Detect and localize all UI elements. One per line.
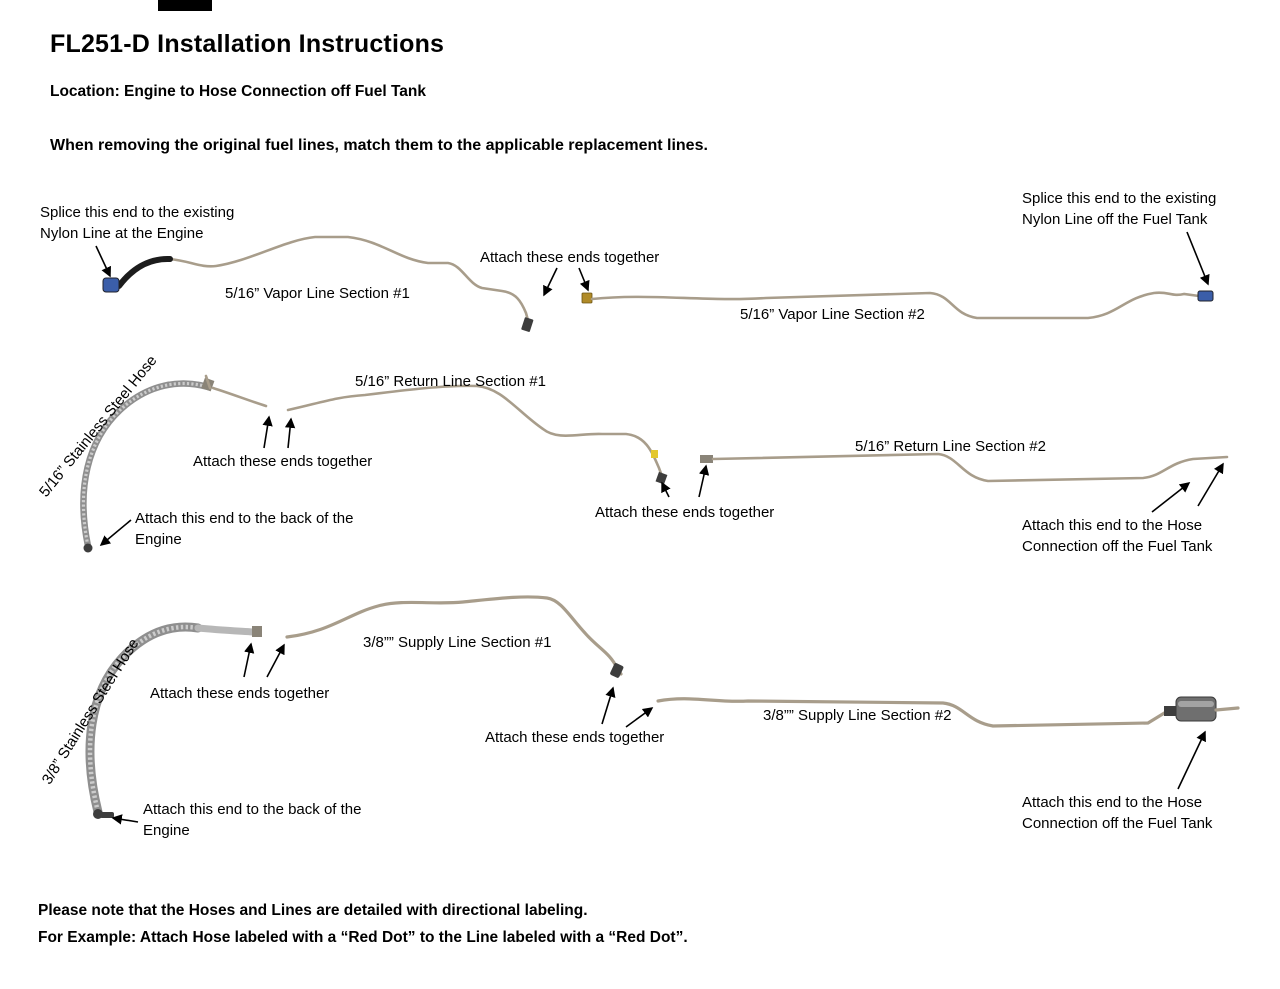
arrow-vapor-engine: [95, 245, 111, 278]
arrow-return-attach2-left: [661, 481, 671, 498]
vapor-section2-label: 5/16” Vapor Line Section #2: [740, 306, 925, 323]
vapor-line-1-tube: [168, 235, 531, 326]
supply-line-section-2: [656, 696, 1240, 728]
location-subtitle: Location: Engine to Hose Connection off …: [50, 83, 427, 100]
supply-line-2-tube: [656, 697, 1168, 728]
arrow-return-tank-left: [1151, 482, 1191, 513]
vapor-splice-engine-label: Splice this end to the existing Nylon Li…: [40, 204, 235, 243]
return-line-1-tube: [286, 384, 665, 481]
arrow-return-tank-right: [1197, 462, 1224, 507]
vapor-line-2-tube: [590, 291, 1201, 320]
arrow-supply-tank: [1177, 730, 1206, 790]
arrow-vapor-attach-right: [578, 267, 590, 292]
fuel-filter: [1175, 696, 1217, 722]
vapor-attach-label: Attach these ends together: [480, 249, 660, 266]
arrow-return-attach2-right: [698, 464, 710, 498]
arrow-return-attach1-right: [284, 417, 296, 449]
scan-artifact-bar: [158, 0, 212, 11]
return-hose-stub-tube: [211, 386, 268, 408]
supply-hose-end-fitting: [252, 626, 262, 637]
return-line-1-end-fitting: [655, 471, 668, 485]
supply-line-1-end-fitting: [610, 663, 624, 678]
page-title: FL251-D Installation Instructions: [50, 30, 445, 58]
return-section1-label: 5/16” Return Line Section #1: [355, 373, 546, 390]
supply-filter-inlet: [1164, 706, 1178, 716]
vapor-line-1-end-fitting: [521, 317, 534, 332]
vapor-line-1-rubber-hose: [116, 255, 173, 289]
warning-text: When removing the original fuel lines, m…: [50, 137, 708, 154]
supply-tank-end-label: Attach this end to the Hose Connection o…: [1022, 794, 1213, 833]
footer-note-1: Please note that the Hoses and Lines are…: [38, 902, 588, 919]
arrow-supply-attach2-right: [625, 707, 654, 728]
arrow-supply-attach1-right: [266, 643, 285, 678]
arrow-supply-attach2-left: [601, 686, 616, 725]
supply-line-1-tube: [285, 595, 623, 676]
arrow-supply-engine-end: [111, 814, 139, 825]
arrow-return-attach1-left: [262, 415, 273, 449]
fuel-filter-highlight: [1178, 701, 1214, 707]
supply-attach1-label: Attach these ends together: [150, 685, 330, 702]
supply-hose-braid: [85, 622, 203, 817]
vapor-engine-fitting: [102, 277, 120, 293]
arrow-vapor-tank: [1186, 231, 1210, 286]
return-attach2-label: Attach these ends together: [595, 504, 775, 521]
vapor-splice-tank-label: Splice this end to the existing Nylon Li…: [1022, 190, 1217, 229]
supply-hose-light-segment: [194, 624, 257, 636]
return-hose-engine-end-cap: [83, 543, 93, 553]
supply-line-section-1: [285, 595, 624, 678]
callout-arrows: [95, 231, 1224, 825]
supply-attach2-label: Attach these ends together: [485, 729, 665, 746]
return-stainless-hose: [80, 374, 268, 553]
vapor-line-section-2: [581, 290, 1214, 320]
footer-note-2: For Example: Attach Hose labeled with a …: [38, 929, 688, 946]
supply-hose-braid-texture: [87, 624, 199, 813]
return-section2-label: 5/16” Return Line Section #2: [855, 438, 1046, 455]
arrow-vapor-attach-left: [543, 267, 558, 297]
return-engine-end-label: Attach this end to the back of the Engin…: [135, 510, 354, 549]
return-hose-braid-texture: [81, 381, 209, 547]
return-line-section-1: [286, 384, 668, 485]
vapor-line-2-start-fitting: [581, 292, 593, 304]
return-line-section-2: [700, 452, 1229, 483]
return-line-1-yellow-dot: [651, 450, 658, 458]
supply-section2-label: 3/8”” Supply Line Section #2: [763, 707, 952, 724]
supply-section1-label: 3/8”” Supply Line Section #1: [363, 634, 552, 651]
supply-line-2-outlet-stub: [1214, 706, 1240, 712]
vapor-tank-fitting: [1197, 290, 1214, 302]
supply-stainless-hose: [85, 622, 262, 819]
arrow-supply-attach1-left: [243, 642, 255, 678]
return-hose-bleeder: [204, 374, 212, 390]
return-attach1-label: Attach these ends together: [193, 453, 373, 470]
vapor-section1-label: 5/16” Vapor Line Section #1: [225, 285, 410, 302]
vapor-line-section-1: [102, 235, 534, 332]
return-line-2-start-fitting: [700, 455, 713, 463]
arrow-return-engine-end: [99, 519, 132, 546]
return-tank-end-label: Attach this end to the Hose Connection o…: [1022, 517, 1213, 556]
supply-hose-engine-elbow: [100, 812, 114, 818]
supply-engine-end-label: Attach this end to the back of the Engin…: [143, 801, 362, 840]
return-line-2-tube: [711, 452, 1229, 483]
